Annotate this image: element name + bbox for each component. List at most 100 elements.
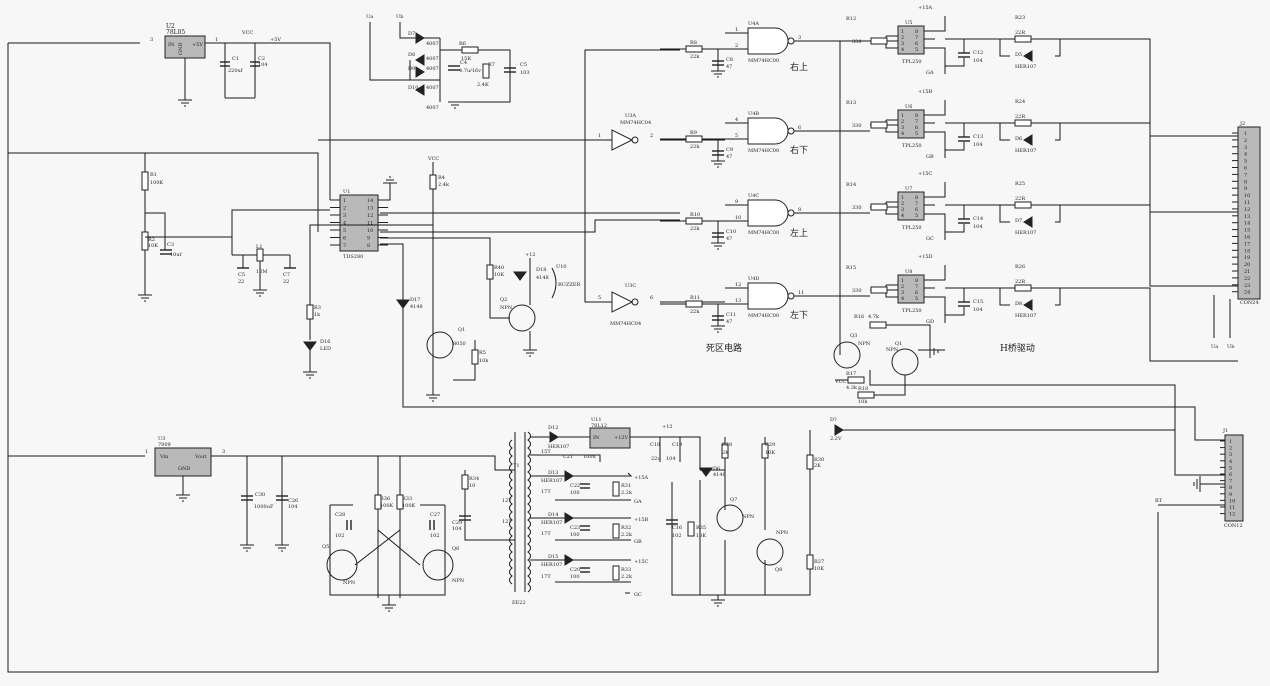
r18-ref: R18 [858, 386, 868, 392]
r1 [141, 171, 149, 191]
r34 [461, 474, 469, 490]
current-sense: D6 4148 R28 2K R29 10K C16 102 R35 10K Q… [666, 417, 844, 607]
regulator-u11: U11 78L12 IN +12V +12 C18 22u C19 104 [589, 417, 701, 462]
driver-body [897, 191, 925, 221]
d8-val: 4007 [426, 56, 439, 62]
u3-ref: U3 [158, 436, 165, 442]
nand-pin: 6 [798, 125, 801, 131]
driver-part: TPL250 [902, 308, 922, 314]
nand-part: MM74HC00 [748, 148, 779, 154]
c18-ref: C18 [650, 442, 660, 448]
d10b-val: 4007 [426, 105, 439, 111]
d14-ref: D14 [548, 512, 558, 518]
j1-pin-num: 1 [1229, 439, 1232, 445]
label-rd: 右下 [790, 144, 808, 156]
driver-pin: 6 [915, 207, 918, 213]
driver-supply: +15D [918, 254, 933, 260]
inverter-u3a [611, 129, 634, 151]
r32 [612, 523, 620, 539]
transformer-t1: T1 EE22 12T 12T 15T 17T 17T 17T [502, 431, 551, 606]
push-pull-oscillator: Q5 NPN Q6 NPN R36 100K R33 100K R34 10 C… [322, 456, 515, 612]
r33-val: 100K [402, 503, 416, 509]
driver-d-val: HER107 [1015, 64, 1036, 70]
driver-supply: +15A [918, 5, 933, 11]
j1-pin-num: 8 [1229, 485, 1232, 491]
c3-ref: C3 [167, 242, 174, 248]
ub-label-2: Ub [1227, 344, 1234, 350]
driver-input-resistor [870, 37, 888, 45]
j2-pin-num: 21 [1244, 269, 1250, 275]
r36 [374, 494, 382, 510]
u2-ref: U2 [166, 23, 175, 30]
j2-pin-num: 17 [1244, 241, 1250, 247]
j1-pin-num: 4 [1229, 459, 1232, 465]
driver-supply: +15B [918, 89, 933, 95]
r17-val: 4.3k [846, 385, 858, 391]
d17-val: 4148 [410, 304, 423, 310]
delay-r-val: 22k [690, 144, 700, 150]
nand-pin: 5 [735, 133, 738, 139]
driver-d-val: HER107 [1015, 313, 1036, 319]
driver-pin: 8 [915, 29, 918, 35]
driver-pin: 1 [901, 113, 904, 119]
r27-val: 10K [814, 566, 824, 572]
driver-input-resistor [870, 121, 888, 129]
driver-rg-ref: R23 [1015, 15, 1025, 21]
c30-val: 1000uF [254, 504, 274, 510]
driver-body [897, 25, 925, 55]
r29 [761, 443, 769, 459]
d13-ref: D13 [548, 470, 558, 476]
ga-label: GA [634, 499, 642, 505]
r1-val: 100K [150, 180, 164, 186]
u3c-ref: U3C [625, 283, 636, 289]
driver-d-val: HER107 [1015, 230, 1036, 236]
u1-pin-num: 6 [343, 236, 346, 242]
d6-ref: D6 [713, 466, 720, 472]
nand-part: MM74HC00 [748, 58, 779, 64]
nand-pin: 10 [735, 215, 741, 221]
r16-ref: R16 [854, 314, 864, 320]
r4-ref: R4 [438, 175, 445, 181]
j2-pin-num: 14 [1244, 221, 1250, 227]
j2-pin-num: 22 [1244, 276, 1250, 282]
driver-channel: 12348765R15330TPL250U8+15DGDC15104R2622R… [846, 254, 1238, 362]
driver-rin-val: 330 [852, 123, 862, 129]
r35-val: 10K [696, 533, 706, 539]
d10-val: 4007 [426, 85, 439, 91]
driver-supply: +15C [918, 171, 933, 177]
r30-val: 2K [814, 463, 821, 469]
r3 [306, 304, 314, 320]
j2-pin-num: 18 [1244, 248, 1250, 254]
crystal-l1 [256, 248, 264, 262]
u10-ref: U10 [556, 264, 567, 270]
driver-pin: 1 [901, 195, 904, 201]
bt-label: BT [1155, 498, 1163, 504]
driver-channel: 12348765R14330TPL250U7+15CGCC14104R2522R… [846, 171, 1238, 287]
driver-c-val: 104 [973, 307, 983, 313]
driver-gate-resistor [1014, 201, 1032, 209]
vcc-label-1: VCC [241, 30, 253, 36]
feedback-bridge: Ua Ub D7 4007 D8 4007 D9 4007 D10 4007 4… [366, 14, 530, 111]
regulator-u2: U2 78L05 IN +5V GND 3 1 C1 220uf C2 104 … [150, 23, 281, 107]
driver-pin: 7 [915, 35, 918, 41]
r5-ref: R5 [479, 350, 486, 356]
driver-gnd: GA [926, 70, 934, 76]
driver-c-ref: C14 [973, 216, 983, 222]
c2-ref: C2 [258, 56, 265, 62]
q8-ref: Q8 [775, 567, 782, 573]
d12-ref: D12 [548, 425, 558, 431]
r40 [486, 264, 494, 280]
r16 [869, 321, 887, 329]
j2-body [1237, 126, 1261, 300]
q1-val: 8050 [453, 341, 466, 347]
d9-val: 4007 [426, 66, 439, 72]
label-lu: 左上 [790, 227, 808, 239]
d14-val: HER107 [541, 520, 562, 526]
j2-pin-num: 10 [1244, 193, 1250, 199]
u3-body [154, 447, 212, 477]
delay-c-val: 47 [726, 236, 732, 242]
d12-val: HER107 [548, 444, 569, 450]
u1-pin-num: 11 [367, 221, 373, 227]
